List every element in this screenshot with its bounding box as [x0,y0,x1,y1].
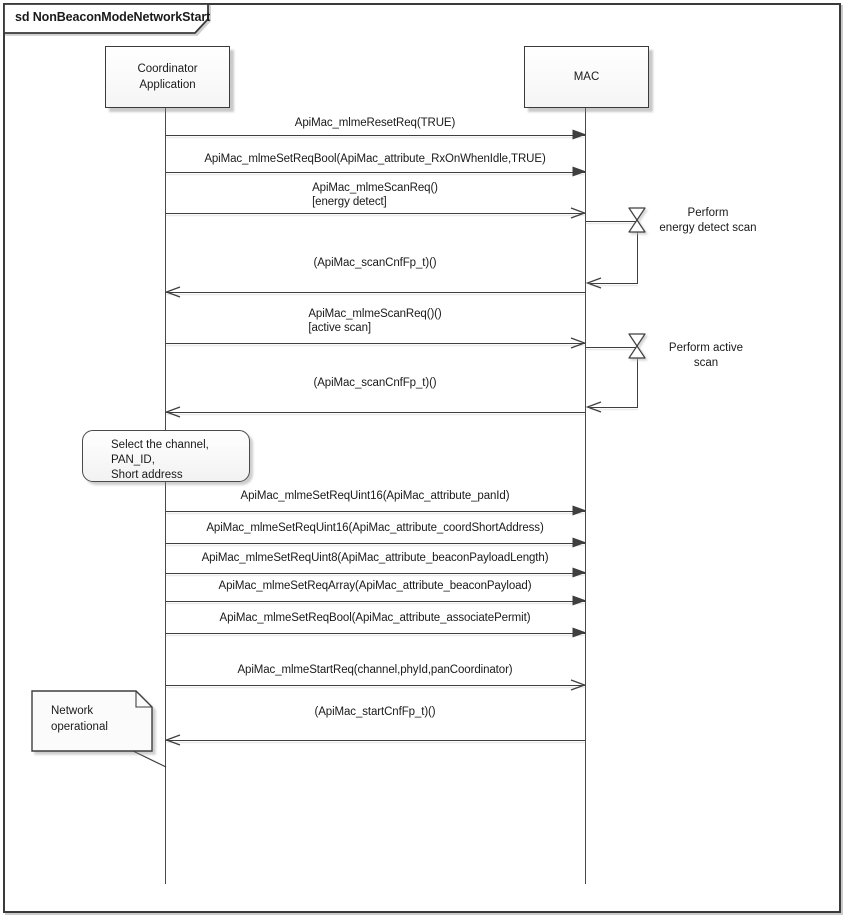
message-label: ApiMac_mlmeResetReq(TRUE) [166,116,584,130]
arrowhead-filled-right-icon [572,567,587,578]
message-line [166,412,585,413]
frame-title-tab [3,3,209,34]
arrowhead-open-right-icon [570,337,587,349]
message-line [166,343,585,344]
timer-label: Perform energy detect scan [659,207,757,234]
timer-stem-line [637,358,638,407]
arrowhead-filled-right-icon [572,595,587,606]
note-select-channel: Select the channel, PAN_ID, Short addres… [82,430,250,482]
message-label: (ApiMac_scanCnfFp_t)() [166,376,584,390]
message-line [166,573,585,574]
message-text: ApiMac_mlmeStartReq(channel,phyId,panCoo… [237,664,513,676]
message-text: ApiMac_mlmeSetReqUint8(ApiMac_attribute_… [201,552,549,564]
message-text: (ApiMac_startCnfFp_t)() [314,706,436,718]
timer-stem-line [637,232,638,283]
lifeline-coordinator-application [165,106,166,884]
message-line [166,543,585,544]
message-label: ApiMac_mlmeSetReqUint8(ApiMac_attribute_… [166,551,584,565]
message-line [166,292,585,293]
message-label: (ApiMac_startCnfFp_t)() [166,705,584,719]
message-text: ApiMac_mlmeScanReq()() [active scan] [308,308,442,334]
lifeline-box-mac: MAC [524,46,649,108]
message-label: ApiMac_mlmeSetReqBool(ApiMac_attribute_R… [166,152,584,166]
timer-return-line [590,283,638,284]
diagram-frame-border [3,3,841,913]
arrowhead-open-left-icon [585,277,602,289]
timer-label: Perform active scan [668,342,744,369]
timer-return-line [590,407,638,408]
message-label: ApiMac_mlmeStartReq(channel,phyId,panCoo… [166,663,584,677]
lifeline-box-coordinator-application: Coordinator Application [105,46,230,108]
arrowhead-filled-right-icon [572,627,587,638]
message-label: ApiMac_mlmeSetReqUint16(ApiMac_attribute… [166,521,584,535]
message-text: ApiMac_mlmeResetReq(TRUE) [294,117,456,129]
message-line [166,601,585,602]
message-label: ApiMac_mlmeSetReqArray(ApiMac_attribute_… [166,579,584,593]
arrowhead-filled-right-icon [572,537,587,548]
message-label: ApiMac_mlmeScanReq() [energy detect] [166,181,584,209]
arrowhead-open-right-icon [570,207,587,219]
message-text: ApiMac_mlmeSetReqUint16(ApiMac_attribute… [240,490,510,502]
message-label: ApiMac_mlmeSetReqBool(ApiMac_attribute_a… [166,611,584,625]
message-text: (ApiMac_scanCnfFp_t)() [313,377,437,389]
arrowhead-filled-right-icon [572,129,587,140]
arrowhead-open-right-icon [570,679,587,691]
message-label: (ApiMac_scanCnfFp_t)() [166,256,584,270]
message-line [166,685,585,686]
timer-hourglass-icon [627,333,647,359]
arrowhead-open-left-icon [164,406,181,418]
timer-delegate-line [586,347,638,348]
message-line [166,740,585,741]
message-line [166,213,585,214]
message-label: ApiMac_mlmeSetReqUint16(ApiMac_attribute… [166,489,584,503]
arrowhead-filled-right-icon [572,505,587,516]
message-text: (ApiMac_scanCnfFp_t)() [313,257,437,269]
message-line [166,633,585,634]
timer-delegate-line [586,221,638,222]
note-network-operational: Network operational [31,690,153,752]
message-line [166,135,585,136]
message-text: ApiMac_mlmeScanReq() [energy detect] [312,182,438,208]
note-text: Network operational [51,705,108,733]
timer-hourglass-icon [627,207,647,233]
frame-title: sd NonBeaconModeNetworkStart [15,10,211,24]
message-label: ApiMac_mlmeScanReq()() [active scan] [166,307,584,335]
message-line [166,172,585,173]
arrowhead-open-left-icon [164,286,181,298]
message-text: ApiMac_mlmeSetReqBool(ApiMac_attribute_R… [204,153,546,165]
message-text: ApiMac_mlmeSetReqArray(ApiMac_attribute_… [218,580,532,592]
message-line [166,511,585,512]
arrowhead-open-left-icon [585,401,602,413]
message-text: ApiMac_mlmeSetReqUint16(ApiMac_attribute… [206,522,544,534]
arrowhead-open-left-icon [164,734,181,746]
lifeline-mac [585,106,586,884]
arrowhead-filled-right-icon [572,166,587,177]
message-text: ApiMac_mlmeSetReqBool(ApiMac_attribute_a… [219,612,531,624]
